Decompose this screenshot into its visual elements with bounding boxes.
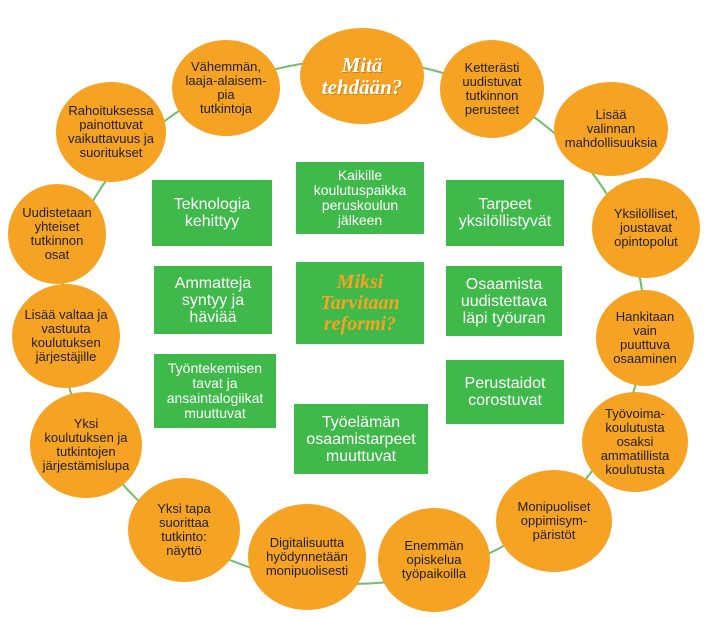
box-technology: Teknologia kehittyy [152, 180, 272, 246]
box-label: Tarpeet yksilöllistyvät [458, 196, 552, 230]
circle-one-licence: Yksi koulutuksen ja tutkintojen järjestä… [30, 392, 142, 498]
circle-fewer-degrees: Vähemmän, laaja-alaisem- pia tutkintoja [172, 40, 280, 136]
title-circle: Mitä tehdään? [300, 28, 424, 124]
box-professions: Ammatteja syntyy ja häviää [154, 266, 272, 334]
circle-more-power: Lisää valtaa ja vastuuta koulutuksen jär… [12, 284, 120, 388]
circle-agile-criteria: Ketterästi uudistuvat tutkinnon perustee… [440, 40, 544, 138]
circle-missing-skills: Hankitaan vain puuttuva osaaminen [596, 290, 694, 386]
box-label: Työelämän osaamistarpeet muuttuvat [306, 413, 416, 465]
circle-label: Lisää valtaa ja vastuuta koulutuksen jär… [24, 307, 108, 364]
circle-common-units: Uudistetaan yhteiset tutkinnon osat [8, 184, 106, 284]
circle-labour-training: Työvoima- koulutusta osaksi ammatillista… [582, 392, 688, 492]
box-label: Ammatteja syntyy ja häviää [174, 274, 252, 326]
circle-label: Työvoima- koulutusta osaksi ammatillista… [600, 406, 670, 477]
circle-individual-paths: Yksilölliset, joustavat opintopolut [592, 178, 700, 278]
circle-label: Yksilölliset, joustavat opintopolut [613, 206, 679, 249]
circle-digitalisation: Digitalisuutta hyödynnetään monipuolises… [248, 504, 366, 610]
circle-funding: Rahoituksessa painottuvat vaikuttavuus j… [56, 82, 166, 182]
box-basic-skills: Perustaidot corostuvat [446, 360, 564, 424]
circle-label: Vähemmän, laaja-alaisem- pia tutkintoja [185, 59, 267, 116]
circle-label: Ketterästi uudistuvat tutkinnon perustee… [462, 60, 522, 117]
circle-label: Uudistetaan yhteiset tutkinnon osat [22, 205, 92, 262]
box-label: Teknologia kehittyy [173, 196, 251, 230]
box-label: Osaamista uudistettava läpi työuran [460, 275, 548, 327]
box-label: Kaikille koulutuspaikka peruskoulun jälk… [313, 167, 407, 228]
circle-label: Enemmän opiskelua työpaikoilla [401, 538, 467, 581]
circle-one-way: Yksi tapa suorittaa tutkinto: näyttö [128, 478, 240, 582]
box-ways-of-working: Työntekemisen tavat ja ansaintalogiikat … [154, 354, 276, 428]
box-renew-skills: Osaamista uudistettava läpi työuran [446, 266, 562, 336]
box-label: Työntekemisen tavat ja ansaintalogiikat … [166, 360, 264, 421]
circle-more-choice: Lisää valinnan mahdollisuuksia [554, 82, 668, 176]
circle-label: Monipuoliset oppimisym- päristöt [517, 499, 591, 542]
circle-label: Yksi koulutuksen ja tutkintojen järjestä… [42, 416, 130, 473]
title-text: Mitä tehdään? [321, 53, 403, 99]
box-study-place: Kaikille koulutuspaikka peruskoulun jälk… [296, 162, 424, 234]
box-individual-needs: Tarpeet yksilöllistyvät [446, 180, 564, 246]
circle-label: Rahoituksessa painottuvat vaikuttavuus j… [68, 103, 154, 160]
circle-workplace-learning: Enemmän opiskelua työpaikoilla [378, 508, 490, 612]
circle-learning-environments: Monipuoliset oppimisym- päristöt [496, 470, 612, 572]
circle-label: Lisää valinnan mahdollisuuksia [564, 107, 658, 150]
box-working-life: Työelämän osaamistarpeet muuttuvat [294, 404, 428, 474]
circle-label: Yksi tapa suorittaa tutkinto: näyttö [157, 501, 211, 558]
box-center-title: Miksi Tarvitaan reformi? [296, 262, 424, 344]
circle-label: Hankitaan vain puuttuva osaaminen [613, 309, 677, 366]
circle-label: Digitalisuutta hyödynnetään monipuolises… [265, 535, 349, 578]
box-label: Perustaidot corostuvat [464, 375, 546, 409]
center-title-text: Miksi Tarvitaan reformi? [320, 270, 400, 335]
